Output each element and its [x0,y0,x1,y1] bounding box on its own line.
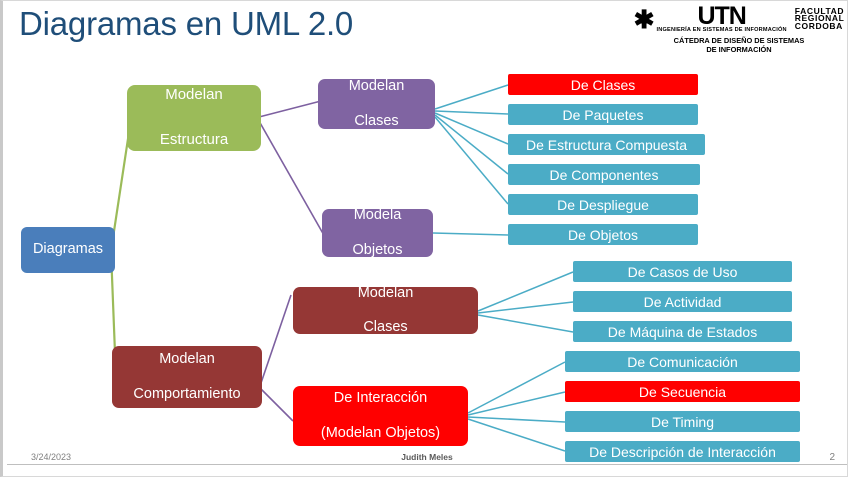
node-modelan-clases-comportamiento-label: Modelan Clases [293,285,478,336]
connector-leaf-7 [477,271,574,312]
leaf-de-actividad[interactable]: De Actividad [573,291,792,312]
logo-faculty-line1: FACULTAD [794,5,845,16]
logo-department: INGENIERÍA EN SISTEMAS DE INFORMACIÓN [656,27,787,33]
page-title: Diagramas en UML 2.0 [19,5,354,42]
node-modelan-clases-estructura-line1: Modelan [348,78,405,95]
leaf-de-descripcion-de-interaccion-label: De Descripción de Interacción [589,443,776,460]
leaf-de-paquetes[interactable]: De Paquetes [508,104,698,125]
logo-catedra-line2: DE INFORMACIÓN [706,45,772,54]
node-modelan-clases-comportamiento-line1: Modelan [357,284,414,301]
node-modelan-estructura-line2: Estructura [159,131,229,149]
leaf-de-componentes-label: De Componentes [549,166,659,183]
connector-leaf-9 [477,314,574,333]
logo-faculty: FACULTAD REGIONAL CORDOBA [794,5,845,31]
node-modela-objetos[interactable]: Modela Objetos [322,207,433,258]
connector-leaf-6 [432,232,509,236]
leaf-de-descripcion-de-interaccion[interactable]: De Descripción de Interacción [565,441,800,462]
node-modela-objetos-line2: Objetos [352,241,403,258]
node-modelan-comportamiento-label: Modelan Comportamiento [112,351,262,402]
leaf-de-timing[interactable]: De Timing [565,411,800,432]
leaf-de-objetos-label: De Objetos [567,226,639,243]
footer-page-number: 2 [829,452,835,463]
node-modelan-estructura-line1: Modelan [165,86,223,104]
leaf-de-despliegue-label: De Despliegue [557,196,649,213]
connector-leaf-12 [467,416,566,423]
node-de-interaccion-line2: (Modelan Objetos) [320,424,441,441]
leaf-de-casos-de-uso-label: De Casos de Uso [627,263,738,280]
leaf-de-secuencia-label: De Secuencia [638,383,727,400]
logo-text-group: UTN INGENIERÍA EN SISTEMAS DE INFORMACIÓ… [656,2,787,34]
connector-behavior-interaction [260,388,294,422]
footer-divider [7,464,847,465]
sun-of-may-icon: ✱ [633,6,655,34]
connector-leaf-4 [434,114,509,175]
logo-faculty-line3: CORDOBA [794,20,843,31]
connector-leaf-1 [434,84,509,110]
logo-catedra-line1: CÁTEDRA DE DISEÑO DE SISTEMAS [673,36,805,45]
node-modelan-clases-estructura[interactable]: Modelan Clases [318,78,435,129]
leaf-de-casos-de-uso[interactable]: De Casos de Uso [573,261,792,282]
utn-logo: ✱ UTN INGENIERÍA EN SISTEMAS DE INFORMAC… [634,2,844,55]
leaf-de-maquina-de-estados[interactable]: De Máquina de Estados [573,321,792,342]
leaf-de-estructura-compuesta[interactable]: De Estructura Compuesta [508,134,705,155]
node-diagramas-label: Diagramas [32,241,104,258]
leaf-de-maquina-de-estados-label: De Máquina de Estados [607,323,758,340]
node-modelan-comportamiento-line2: Comportamiento [133,385,241,402]
connector-structure-classes [258,100,322,118]
node-de-interaccion-label: De Interacción (Modelan Objetos) [293,390,468,441]
connector-leaf-13 [467,418,566,452]
node-modelan-comportamiento[interactable]: Modelan Comportamiento [112,346,262,408]
logo-row: ✱ UTN INGENIERÍA EN SISTEMAS DE INFORMAC… [634,2,844,34]
node-modelan-clases-estructura-label: Modelan Clases [318,78,435,129]
connector-leaf-5 [434,116,509,205]
logo-catedra: CÁTEDRA DE DISEÑO DE SISTEMAS DE INFORMA… [639,36,839,54]
leaf-de-componentes[interactable]: De Componentes [508,164,700,185]
footer-date: 3/24/2023 [31,452,72,462]
leaf-de-despliegue[interactable]: De Despliegue [508,194,698,215]
leaf-de-clases-label: De Clases [570,76,636,93]
leaf-de-paquetes-label: De Paquetes [562,106,644,123]
leaf-de-timing-label: De Timing [650,413,715,430]
logo-acronym: UTN [697,2,746,30]
footer-author: Judith Meles [401,452,453,462]
connector-leaf-11 [467,391,566,416]
connector-structure-objects [258,120,326,238]
leaf-de-clases[interactable]: De Clases [508,74,698,95]
connector-leaf-3 [434,112,509,145]
connector-behavior-classes [260,294,292,384]
node-modelan-clases-estructura-line2: Clases [354,112,399,129]
connector-leaf-2 [434,110,509,115]
leaf-de-estructura-compuesta-label: De Estructura Compuesta [525,136,688,153]
leaf-de-secuencia[interactable]: De Secuencia [565,381,800,402]
node-modela-objetos-label: Modela Objetos [322,207,433,258]
node-modela-objetos-line1: Modela [353,207,402,224]
connector-leaf-8 [477,301,574,314]
logo-faculty-line2: REGIONAL [794,13,845,24]
leaf-de-objetos[interactable]: De Objetos [508,224,698,245]
node-modelan-estructura[interactable]: Modelan Estructura [127,85,261,151]
leaf-de-comunicacion-label: De Comunicación [627,353,738,370]
leaf-de-actividad-label: De Actividad [643,293,722,310]
node-modelan-clases-comportamiento-line2: Clases [363,319,408,336]
node-de-interaccion[interactable]: De Interacción (Modelan Objetos) [293,386,468,446]
node-modelan-comportamiento-line1: Modelan [159,351,215,368]
node-diagramas[interactable]: Diagramas [21,227,115,273]
node-modelan-estructura-label: Modelan Estructura [127,84,261,152]
node-modelan-clases-comportamiento[interactable]: Modelan Clases [293,285,478,336]
leaf-de-comunicacion[interactable]: De Comunicación [565,351,800,372]
connector-leaf-10 [467,361,566,414]
node-de-interaccion-line1: De Interacción [333,390,428,407]
